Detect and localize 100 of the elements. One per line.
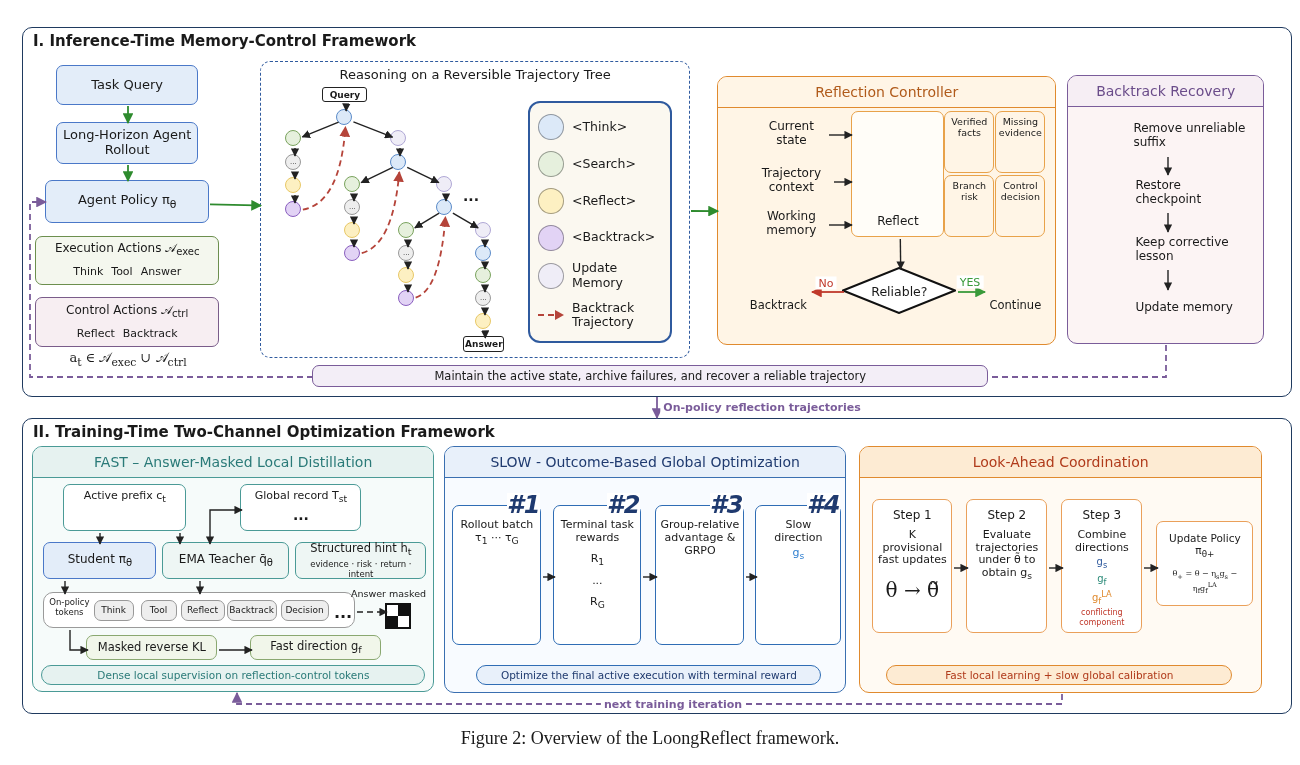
arrow [175,532,185,545]
process-box [56,65,199,106]
summary-banner [886,665,1233,686]
ellipsis-label: ... [462,188,480,204]
arrow [290,147,300,157]
tree-node-circle [390,130,407,147]
arrow [60,580,70,595]
arrow [342,103,351,112]
arrow [452,212,479,229]
action-group-box [35,236,220,286]
legend-label: Update Memory [572,261,624,291]
action-group-box [35,297,220,348]
summary-banner [41,665,426,686]
arrow [95,532,105,545]
section-panel [22,27,1292,397]
process-box [86,635,218,661]
box-label: Reflect [187,604,219,616]
tree-node-circle [436,199,453,216]
box-label: Structured hint h$_{t}$ [310,542,412,558]
reward-label: ... [592,575,603,589]
section-panel [22,418,1292,714]
arrow [414,212,440,229]
action-label: Reflect [76,328,115,341]
box-label: Fast direction g$_{f}$ [270,640,362,656]
annotation-label: conflicting component [1078,608,1126,627]
process-box [295,542,427,580]
arrow [480,307,490,316]
arrow [403,261,413,270]
box-label: Tool [149,604,168,616]
box-label: Update Policy π$_{θ+}$ [1168,532,1242,560]
arrow [301,121,340,138]
dashed-arrow [414,215,450,299]
arrow [395,147,405,157]
box-label: Step 2 [987,509,1027,524]
box-label: Branch risk [951,181,988,204]
panel-header: Look-Ahead Coordination [860,447,1262,479]
arrow [828,130,853,140]
box-label: Long-Horizon Agent Rollout [61,128,193,159]
tree-tag [322,87,368,103]
action-label: Think [73,266,104,280]
dashed-arrow [360,170,404,254]
tree-node-circle [436,176,453,193]
ellipsis-label: ... [292,507,309,524]
tree-node-circle [475,245,492,262]
tree-node-circle [398,222,415,239]
box-label: Student π$_{θ}$ [67,552,133,569]
dashed-arrow [356,607,388,617]
token-chip [140,599,177,621]
action-label: Answer [140,266,182,280]
panel-title: Reasoning on a Reversible Trajectory Tree [338,67,612,83]
arrow [360,166,394,184]
arrow [1143,563,1159,573]
token-chip [226,599,277,621]
step-card [872,499,953,634]
box-label: Maintain the active state, archive failures, and recover a reliable trajectory [434,369,866,383]
action-label: Backtrack [122,328,178,341]
box-label: Masked reverse KL [97,641,206,655]
box-title: Execution Actions 𝒜$_{exec}$ [53,242,201,259]
box-label: Terminal task rewards [559,519,635,545]
module-panel [444,446,847,694]
panel-header: SLOW - Outcome-Based Global Optimization [445,447,846,479]
box-label: Agent Policy π$_{θ}$ [77,192,177,211]
tree-node-circle [398,290,415,307]
step-card [966,499,1048,634]
analysis-tile [944,111,995,174]
token-chip [280,599,329,621]
arrow [828,220,853,230]
arrow [349,193,359,202]
tree-node-circle [475,313,492,330]
box-label: Group-relative advantage & GRPO [660,519,740,558]
box-label: Fast local learning + slow global calibration [945,669,1174,682]
step-card [1061,499,1143,634]
legend-label: <Reflect> [572,193,637,209]
panel-header: Backtrack Recovery [1068,76,1264,108]
box-label: Query [329,89,361,101]
arrow [1048,563,1064,573]
box-label: Backtrack [229,604,274,616]
summary-banner [312,365,989,388]
arrow [542,572,556,582]
tree-node-circle [285,201,302,218]
box-label: K provisional fast updates [877,529,948,568]
box-label: Control decision [1000,181,1041,204]
arrow [642,572,658,582]
box-title: Control Actions 𝒜$_{ctrl}$ [65,303,190,320]
module-panel [859,446,1263,694]
summary-banner [476,665,822,686]
box-label: Slow direction [773,519,824,545]
process-box [162,542,290,580]
box-label: Answer [465,339,503,350]
box-label: EMA Teacher q̄$_{θ}$ [178,552,273,569]
box-label: Step 3 [1082,509,1122,524]
box-label: Step 1 [893,509,932,524]
section-title: I. Inference-Time Memory-Control Framework [33,32,416,50]
decision-label: Reliable? [870,283,929,299]
arrow [403,239,413,248]
hint-detail: evidence · risk · return · intent [309,559,413,580]
box-label: Optimize the final active execution with terminal reward [500,669,797,682]
reward-label: R$_{1}$ [590,552,605,568]
panel-header: FAST – Answer-Masked Local Distillation [33,447,434,479]
process-box [45,180,210,224]
